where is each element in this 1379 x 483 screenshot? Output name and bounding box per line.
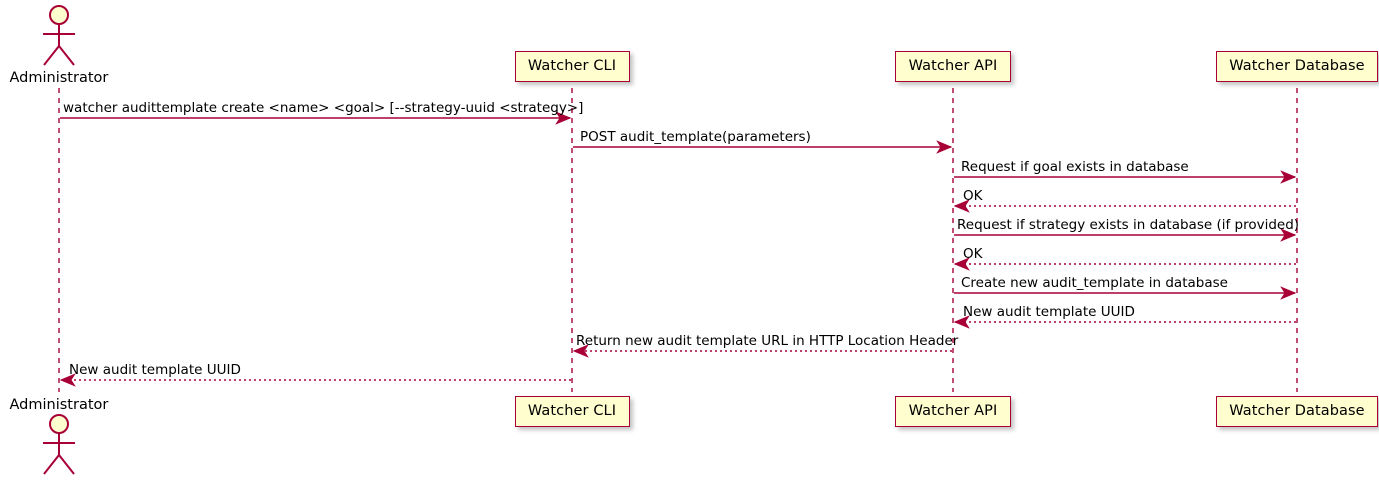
message-arrows-group (59, 111, 1297, 387)
message-label-3: Request if goal exists in database (961, 159, 1189, 175)
lifelines-group (58, 88, 1298, 392)
participant-label: Watcher CLI (527, 58, 617, 75)
participant-label: Watcher CLI (527, 403, 617, 420)
participant-box-watcher-db-bottom[interactable]: Watcher Database (1216, 396, 1378, 427)
participant-box-watcher-db-top[interactable]: Watcher Database (1216, 51, 1378, 82)
message-label-5: Request if strategy exists in database (… (957, 217, 1300, 233)
participant-label: Watcher API (908, 403, 998, 420)
participant-box-watcher-cli-top[interactable]: Watcher CLI (514, 51, 630, 82)
message-label-6: OK (963, 246, 983, 262)
actor-figure-administrator-top[interactable] (43, 5, 75, 66)
message-label-8: New audit template UUID (963, 304, 1135, 320)
participant-label: Watcher Database (1229, 403, 1365, 420)
message-label-10: New audit template UUID (69, 362, 241, 378)
message-label-4: OK (963, 188, 983, 204)
actor-label-administrator-top: Administrator (9, 70, 109, 86)
participant-label: Watcher Database (1229, 58, 1365, 75)
actor-figure-administrator-bottom[interactable] (43, 414, 75, 475)
participant-label: Watcher API (908, 58, 998, 75)
participant-box-watcher-api-bottom[interactable]: Watcher API (895, 396, 1011, 427)
participant-box-watcher-api-top[interactable]: Watcher API (895, 51, 1011, 82)
actor-label-administrator-bottom: Administrator (9, 397, 109, 413)
message-label-7: Create new audit_template in database (961, 275, 1228, 291)
message-label-2: POST audit_template(parameters) (580, 129, 811, 145)
participant-box-watcher-cli-bottom[interactable]: Watcher CLI (514, 396, 630, 427)
message-label-9: Return new audit template URL in HTTP Lo… (576, 333, 959, 349)
message-label-1: watcher audittemplate create <name> <goa… (63, 100, 584, 116)
actor-figures-group (43, 5, 75, 475)
